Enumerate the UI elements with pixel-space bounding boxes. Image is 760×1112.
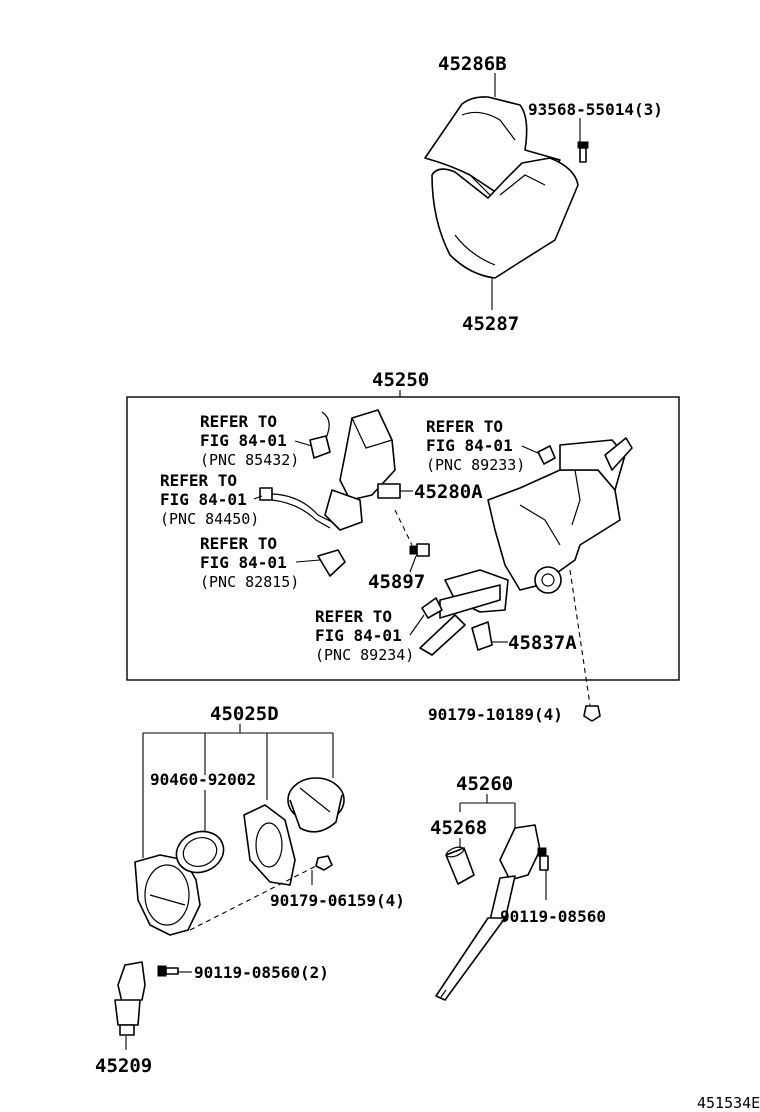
ignition-switch-assembly[interactable]: [324, 409, 401, 531]
screw-93568-55014[interactable]: [577, 141, 589, 163]
label-90179-06159: 90179-06159(4): [270, 891, 405, 910]
svg-text:FIG 84-01: FIG 84-01: [160, 490, 247, 509]
svg-text:(PNC 82815): (PNC 82815): [200, 573, 299, 591]
label-90179-10189: 90179-10189(4): [428, 705, 563, 724]
label-45260: 45260: [456, 773, 513, 795]
svg-text:REFER TO: REFER TO: [426, 417, 503, 436]
label-45025D: 45025D: [210, 703, 279, 725]
gasket-plate[interactable]: [243, 804, 296, 886]
svg-text:FIG 84-01: FIG 84-01: [200, 553, 287, 572]
bolt-90119-08560[interactable]: [537, 847, 549, 871]
label-90119-08560-2: 90119-08560(2): [194, 963, 329, 982]
column-assembly-box: [126, 396, 680, 681]
connector-89234[interactable]: [421, 597, 443, 619]
svg-text:FIG 84-01: FIG 84-01: [315, 626, 402, 645]
label-45837A: 45837A: [508, 632, 577, 654]
wire-connector-85432[interactable]: [309, 411, 331, 459]
lower-column-cover-45287[interactable]: [431, 157, 579, 279]
refer-82815: REFER TO FIG 84-01 (PNC 82815): [200, 534, 321, 591]
refer-89233: REFER TO FIG 84-01 (PNC 89233): [426, 417, 541, 474]
label-45250: 45250: [372, 369, 429, 391]
bolt-45897[interactable]: [409, 543, 430, 557]
svg-text:FIG 84-01: FIG 84-01: [200, 431, 287, 450]
refer-85432: REFER TO FIG 84-01 (PNC 85432): [200, 412, 313, 469]
intermediate-shaft-45209[interactable]: [114, 961, 146, 1036]
svg-text:(PNC 85432): (PNC 85432): [200, 451, 299, 469]
label-93568-55014: 93568-55014(3): [528, 100, 663, 119]
steering-shaft-45260[interactable]: [435, 824, 541, 1001]
connector-89233[interactable]: [537, 445, 556, 465]
label-45268: 45268: [430, 817, 487, 839]
refer-84450: REFER TO FIG 84-01 (PNC 84450): [160, 471, 263, 528]
cover-housing-45025D[interactable]: [134, 854, 201, 936]
clamp-45837A[interactable]: [471, 621, 493, 651]
label-45287: 45287: [462, 313, 519, 335]
label-45209: 45209: [95, 1055, 152, 1077]
refer-89234: REFER TO FIG 84-01 (PNC 89234): [315, 607, 425, 664]
figure-id: 451534E: [697, 1094, 760, 1112]
svg-text:FIG 84-01: FIG 84-01: [426, 436, 513, 455]
wire-connector-84450[interactable]: [259, 487, 333, 529]
rubber-boot[interactable]: [287, 777, 345, 833]
label-45286B: 45286B: [438, 53, 507, 75]
bracket-82815[interactable]: [317, 549, 346, 577]
svg-text:REFER TO: REFER TO: [315, 607, 392, 626]
ring-seal[interactable]: [171, 825, 230, 879]
label-45897: 45897: [368, 571, 425, 593]
bolt-90119-08560-2[interactable]: [157, 965, 179, 977]
svg-text:(PNC 89233): (PNC 89233): [426, 456, 525, 474]
svg-text:(PNC 89234): (PNC 89234): [315, 646, 414, 664]
steering-column-body[interactable]: [419, 437, 633, 656]
nut-90179-06159[interactable]: [315, 855, 333, 871]
bushing-45268[interactable]: [445, 845, 475, 885]
nut-90179-10189[interactable]: [583, 705, 601, 722]
label-90460-92002: 90460-92002: [150, 770, 256, 789]
svg-text:REFER TO: REFER TO: [200, 412, 277, 431]
label-45280A: 45280A: [414, 481, 483, 503]
svg-text:REFER TO: REFER TO: [160, 471, 237, 490]
svg-text:(PNC 84450): (PNC 84450): [160, 510, 259, 528]
svg-text:REFER TO: REFER TO: [200, 534, 277, 553]
label-90119-08560: 90119-08560: [500, 907, 606, 926]
